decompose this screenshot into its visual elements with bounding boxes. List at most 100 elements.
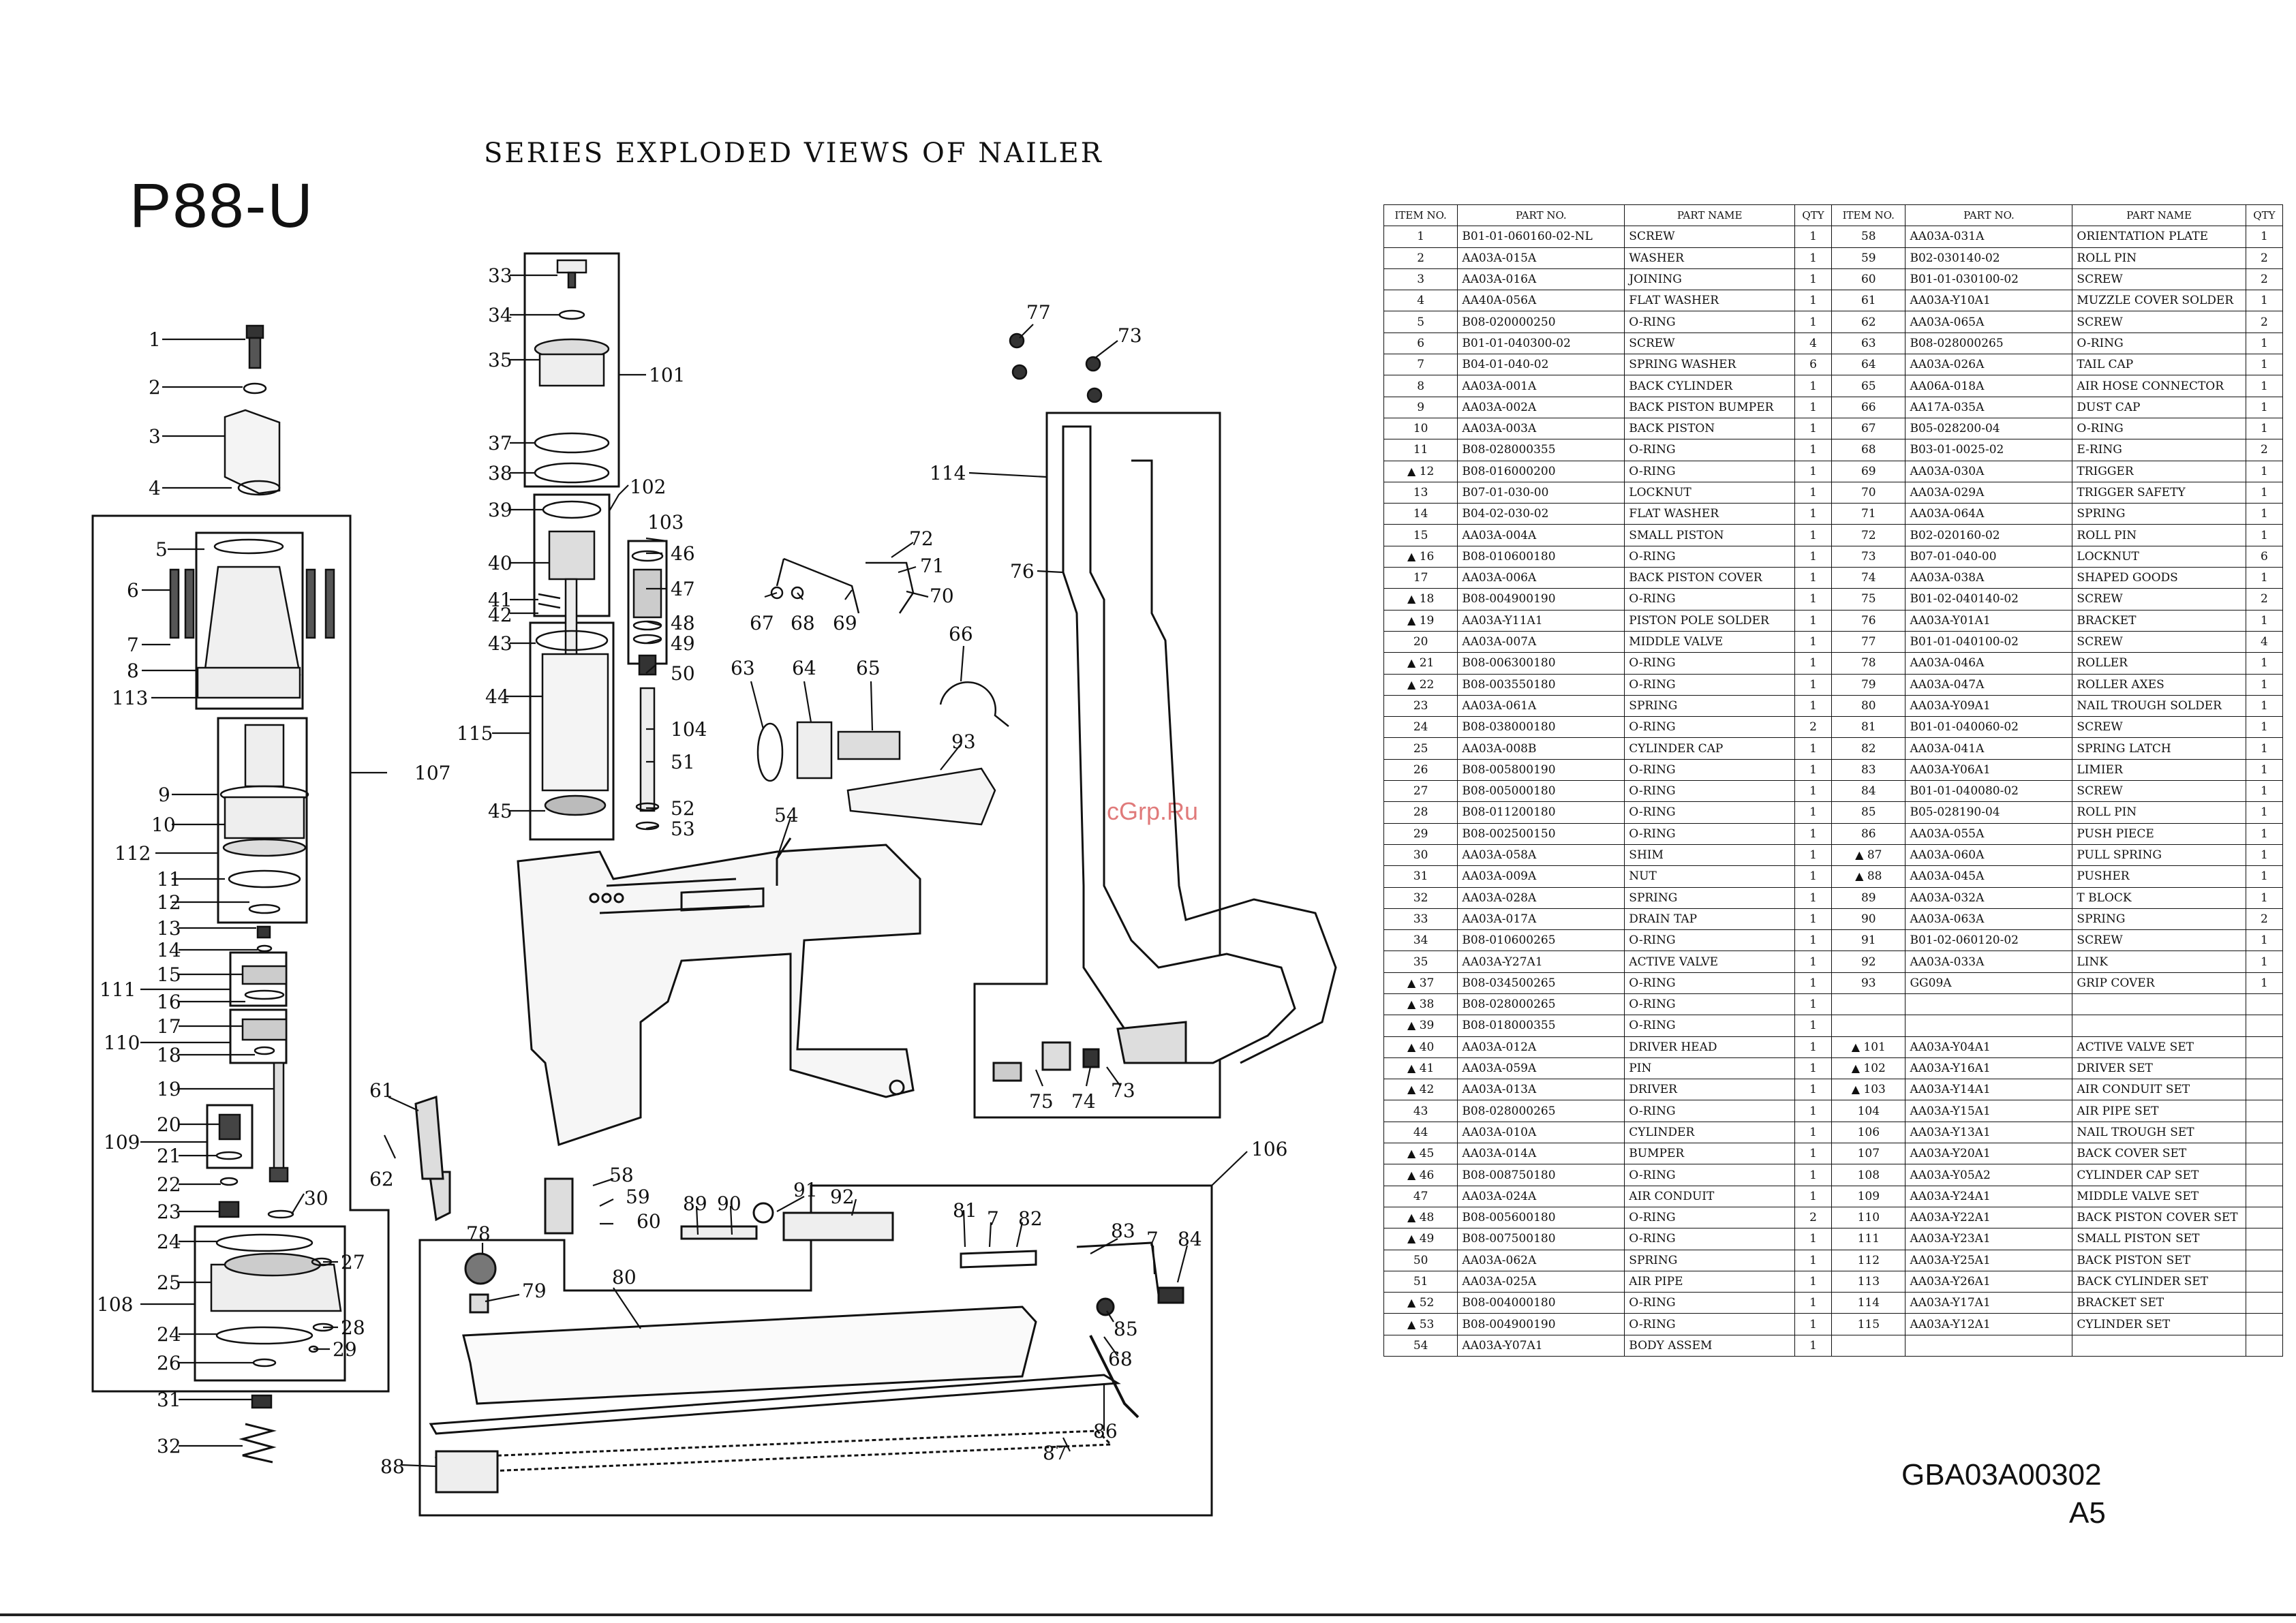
callout: 112 xyxy=(114,842,151,865)
cell-part-no: B08-010600180 xyxy=(1457,545,1625,568)
cell-qty: 1 xyxy=(2245,865,2284,888)
cell-part-name: TRIGGER SAFETY xyxy=(2072,481,2246,504)
callout: 41 xyxy=(488,589,512,611)
cell-qty: 4 xyxy=(2245,630,2284,653)
cell-part-no: B08-008750180 xyxy=(1457,1164,1625,1186)
callout: 111 xyxy=(100,978,136,1001)
cell-part-name: O-RING xyxy=(1624,1015,1795,1037)
cell-item-no: 109 xyxy=(1831,1185,1906,1207)
cell-qty: 1 xyxy=(2245,460,2284,482)
cell-part-name: O-RING xyxy=(1624,1100,1795,1122)
item-number: 112 xyxy=(1857,1253,1880,1267)
cell-qty: 1 xyxy=(1794,503,1833,525)
cell-part-no: B08-020000250 xyxy=(1457,311,1625,333)
cell-item-no: 11 xyxy=(1383,439,1458,461)
parts-list-table: ITEM NO. PART NO. PART NAME QTY ITEM NO.… xyxy=(1383,204,2284,1357)
item-number: 32 xyxy=(1413,891,1428,905)
cell-qty: 1 xyxy=(1794,609,1833,632)
cell-part-name: T BLOCK xyxy=(2072,886,2246,909)
cell-part-no xyxy=(1905,1015,2073,1037)
callout: 73 xyxy=(1111,1079,1135,1102)
cell-part-name: CYLINDER CAP SET xyxy=(2072,1164,2246,1186)
cell-item-no: 65 xyxy=(1831,375,1906,397)
cell-qty: 1 xyxy=(1794,226,1833,248)
cell-part-name: O-RING xyxy=(1624,929,1795,952)
item-number: 80 xyxy=(1861,698,1876,713)
cell-part-no: AA03A-041A xyxy=(1905,737,2073,760)
cell-part-no: AA03A-062A xyxy=(1457,1249,1625,1271)
cell-item-no: ▲ 101 xyxy=(1831,1036,1906,1058)
callout: 62 xyxy=(369,1168,394,1190)
cell-qty: 1 xyxy=(1794,1228,1833,1250)
callout: 7 xyxy=(987,1207,999,1230)
item-number: 70 xyxy=(1861,486,1876,499)
item-number: 30 xyxy=(1413,848,1428,863)
cell-qty xyxy=(2245,1036,2284,1058)
cell-item-no: 84 xyxy=(1831,780,1906,803)
callout: 54 xyxy=(774,804,799,826)
cell-qty: 1 xyxy=(1794,1164,1833,1186)
triangle-mark-icon: ▲ xyxy=(1407,1062,1416,1075)
cell-item-no: 20 xyxy=(1383,630,1458,653)
cell-part-name: BACK COVER SET xyxy=(2072,1143,2246,1165)
callout: 4 xyxy=(149,477,161,499)
callout: 22 xyxy=(157,1173,181,1196)
cell-part-no: B04-02-030-02 xyxy=(1457,503,1625,525)
cell-part-name: NAIL TROUGH SOLDER xyxy=(2072,694,2246,717)
callout: 84 xyxy=(1178,1228,1202,1250)
item-number: 25 xyxy=(1413,741,1428,756)
cell-qty: 1 xyxy=(2245,780,2284,803)
cell-qty xyxy=(2245,1143,2284,1165)
callout: 2 xyxy=(149,376,161,399)
item-number: 37 xyxy=(1419,976,1435,990)
cell-part-name: O-RING xyxy=(1624,673,1795,696)
cell-item-no: 106 xyxy=(1831,1121,1906,1144)
cell-part-no: AA03A-014A xyxy=(1457,1143,1625,1165)
item-number: 82 xyxy=(1861,741,1876,756)
item-number: 46 xyxy=(1419,1168,1435,1182)
cell-qty: 2 xyxy=(2245,268,2284,291)
cell-item-no: 59 xyxy=(1831,247,1906,269)
cell-part-no: AA03A-Y01A1 xyxy=(1905,609,2073,632)
leader-lines xyxy=(140,274,1248,1468)
item-number: 42 xyxy=(1419,1083,1435,1097)
cell-item-no: 92 xyxy=(1831,950,1906,973)
cell-item-no: ▲ 22 xyxy=(1383,673,1458,696)
cell-part-no: AA03A-Y17A1 xyxy=(1905,1292,2073,1314)
callout: 81 xyxy=(953,1199,977,1222)
callout: 103 xyxy=(647,511,684,534)
cell-part-name: BRACKET xyxy=(2072,609,2246,632)
cell-part-name: PISTON POLE SOLDER xyxy=(1624,609,1795,632)
callout: 69 xyxy=(833,612,857,634)
cell-part-no: AA03A-Y04A1 xyxy=(1905,1036,2073,1058)
cell-part-no: B01-02-040140-02 xyxy=(1905,588,2073,610)
cell-qty: 1 xyxy=(1794,1334,1833,1357)
item-number: 43 xyxy=(1413,1104,1428,1118)
cell-part-no: AA03A-026A xyxy=(1905,354,2073,376)
cell-part-no: AA03A-Y27A1 xyxy=(1457,950,1625,973)
callout: 49 xyxy=(671,632,695,655)
triangle-mark-icon: ▲ xyxy=(1407,1019,1416,1032)
item-number: 4 xyxy=(1417,294,1425,308)
cell-item-no: 58 xyxy=(1831,226,1906,248)
cell-part-name: O-RING xyxy=(1624,1228,1795,1250)
item-number: 14 xyxy=(1413,507,1428,521)
cell-item-no: 81 xyxy=(1831,716,1906,739)
callout: 31 xyxy=(157,1389,181,1411)
cell-part-name: BUMPER xyxy=(1624,1143,1795,1165)
callout: 73 xyxy=(1118,324,1142,347)
cell-qty: 1 xyxy=(1794,652,1833,675)
callout: 51 xyxy=(671,751,695,773)
cell-part-no: AA03A-Y25A1 xyxy=(1905,1249,2073,1271)
item-number: 44 xyxy=(1413,1125,1428,1139)
cell-item-no: ▲ 103 xyxy=(1831,1079,1906,1101)
table-header-row: ITEM NO. PART NO. PART NAME QTY ITEM NO.… xyxy=(1383,204,2284,227)
item-number: 81 xyxy=(1861,720,1876,735)
item-number: 106 xyxy=(1857,1125,1880,1139)
cell-part-name: SMALL PISTON xyxy=(1624,524,1795,546)
